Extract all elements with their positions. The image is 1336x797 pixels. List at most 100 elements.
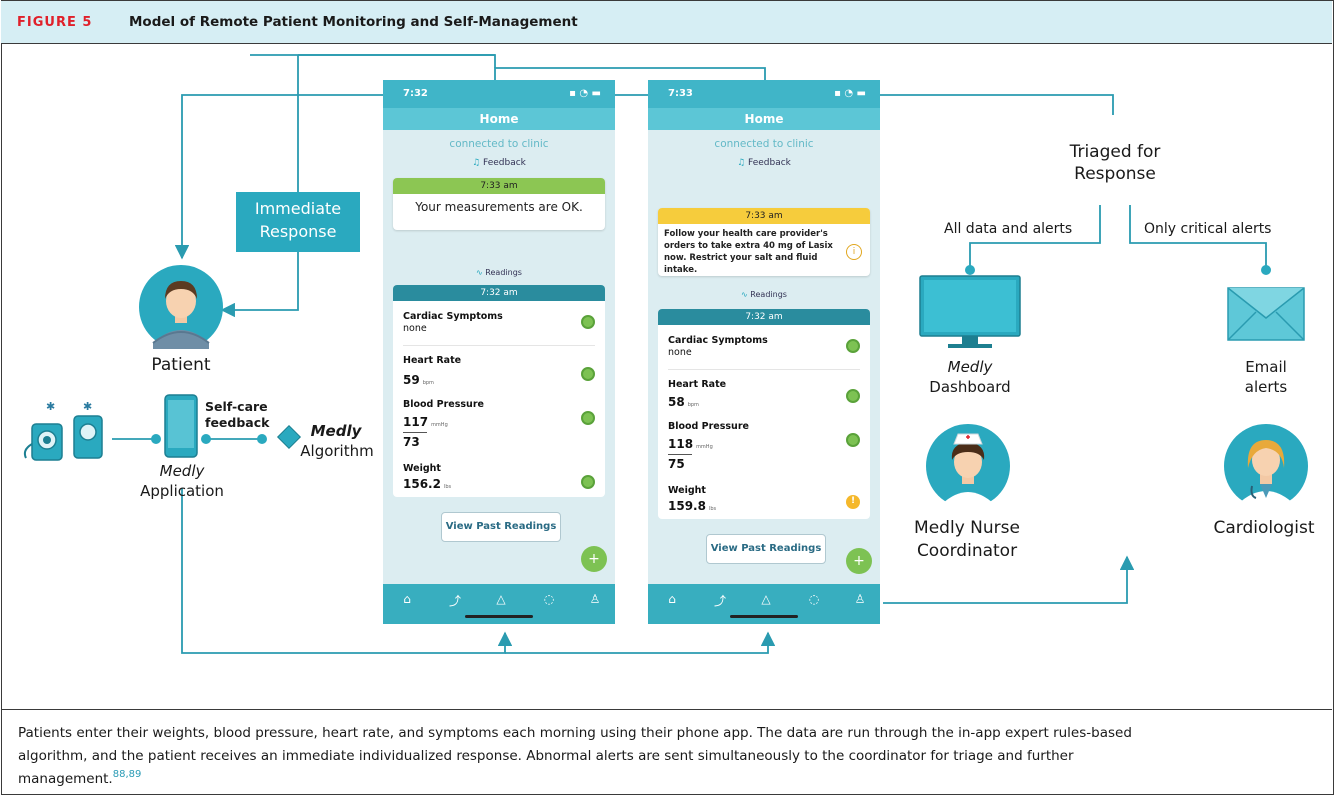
add-reading-icon[interactable]: + — [846, 548, 872, 574]
home-indicator — [730, 615, 798, 618]
top-line-to-patient — [250, 54, 496, 68]
medly-algorithm-label: Algorithm — [300, 442, 374, 460]
trends-tab-icon[interactable]: ⤴ — [713, 594, 726, 608]
connected-text: connected to clinic — [714, 138, 814, 150]
lab-tab-icon[interactable]: △ — [496, 592, 506, 606]
immediate-response-line2: Response — [259, 222, 337, 241]
figure-title: Model of Remote Patient Monitoring and S… — [129, 14, 578, 30]
medly-algorithm-italic: Medly — [310, 422, 362, 440]
immediate-response-line1: Immediate — [254, 199, 342, 218]
home-tab-icon[interactable]: ⌂ — [403, 592, 411, 606]
ok-icon — [846, 389, 860, 403]
caption-line-3: management.88,89 — [18, 769, 142, 787]
chat-tab-icon[interactable]: ◌ — [808, 592, 820, 606]
readings-label: Readings — [750, 290, 787, 299]
ok-icon — [846, 433, 860, 447]
patient-label: Patient — [151, 355, 211, 375]
weight-unit: lbs — [443, 484, 452, 490]
view-past-readings-button[interactable]: View Past Readings — [706, 534, 826, 564]
heart-rate-title: Heart Rate — [403, 355, 462, 366]
ok-icon — [581, 475, 595, 489]
chat-tab-icon[interactable]: ◌ — [543, 592, 555, 606]
bp-divider — [403, 432, 427, 433]
lab-tab-icon[interactable]: △ — [761, 592, 771, 606]
app-title: Home — [383, 108, 615, 130]
home-indicator — [465, 615, 533, 618]
bp-title: Blood Pressure — [668, 421, 749, 432]
bp-unit: mmHg — [696, 444, 713, 450]
self-care-label-1: Self-care — [205, 399, 268, 414]
view-past-readings-button[interactable]: View Past Readings — [441, 512, 561, 542]
readings-label: Readings — [485, 268, 522, 277]
status-icons: ▪ ◔ ▬ — [569, 88, 601, 99]
critical-alerts-label: Only critical alerts — [1144, 221, 1272, 237]
feedback-label: Feedback — [748, 158, 791, 168]
feedback-header: ♫ Feedback — [383, 158, 615, 168]
feedback-time: 7:33 am — [393, 178, 605, 194]
cardiac-value: none — [668, 347, 692, 358]
home-tab-icon[interactable]: ⌂ — [668, 592, 676, 606]
email-label-1: Email — [1245, 358, 1287, 376]
feedback-label: Feedback — [483, 158, 526, 168]
patient-avatar-icon — [139, 265, 223, 349]
immediate-response-box: Immediate Response — [236, 192, 360, 252]
caption-line-2: algorithm, and the patient receives an i… — [18, 748, 1074, 764]
dashboard-label: Dashboard — [929, 378, 1011, 396]
app-title: Home — [648, 108, 880, 130]
bp-diastolic: 73 — [403, 435, 420, 449]
status-time: 7:33 — [668, 88, 693, 99]
hr-unit: bpm — [687, 402, 699, 408]
ok-icon — [581, 411, 595, 425]
bp-title: Blood Pressure — [403, 399, 484, 410]
monitoring-devices-icon: ✱ ✱ — [20, 398, 110, 468]
add-reading-icon[interactable]: + — [581, 546, 607, 572]
immediate-response-line — [220, 80, 299, 318]
profile-tab-icon[interactable]: ♙ — [854, 592, 866, 606]
connected-text: connected to clinic — [449, 138, 549, 150]
self-care-label-2: feedback — [205, 415, 270, 430]
weight-title: Weight — [668, 485, 706, 496]
weight-unit: lbs — [708, 506, 717, 512]
triaged-label-1: Triaged for — [1069, 142, 1161, 162]
phone-screenshot-alert: 7:33 ▪ ◔ ▬ Home connected to clinic ♫ Fe… — [648, 80, 880, 624]
trends-tab-icon[interactable]: ⤴ — [448, 594, 461, 608]
bp-unit: mmHg — [431, 422, 448, 428]
caption-line-3-text: management. — [18, 771, 113, 787]
feedback-message: Follow your health care provider's order… — [664, 229, 833, 275]
nurse-label-1: Medly Nurse — [914, 518, 1020, 538]
feedback-header: ♫ Feedback — [648, 158, 880, 168]
cardiac-value: none — [403, 323, 427, 334]
ok-icon — [581, 315, 595, 329]
phone-screenshot-ok: 7:32 ▪ ◔ ▬ Home connected to clinic ♫ Fe… — [383, 80, 615, 624]
bell-icon: ♫ — [472, 158, 484, 168]
app-to-phones-line — [181, 488, 513, 654]
dashboard-monitor-icon — [918, 274, 1022, 350]
caption-refs[interactable]: 88,89 — [112, 769, 142, 780]
bell-icon: ♫ — [737, 158, 749, 168]
feedback-to-patient-line — [494, 67, 766, 80]
triaged-label-2: Response — [1074, 164, 1156, 184]
bp-sys-num: 117 — [403, 415, 429, 429]
email-label-2: alerts — [1244, 378, 1288, 396]
all-data-label: All data and alerts — [944, 221, 1073, 237]
hr-num: 58 — [668, 395, 685, 409]
svg-text:✱: ✱ — [46, 400, 55, 413]
svg-text:✱: ✱ — [83, 400, 92, 413]
figure-header: FIGURE 5 Model of Remote Patient Monitor… — [1, 1, 1332, 44]
feedback-card: 7:33 am Follow your health care provider… — [658, 208, 870, 276]
weight-title: Weight — [403, 463, 441, 474]
cardiac-title: Cardiac Symptoms — [668, 335, 768, 346]
ok-icon — [581, 367, 595, 381]
readings-header: ∿ Readings — [648, 290, 880, 299]
ok-icon — [846, 339, 860, 353]
medly-application-italic: Medly — [159, 462, 205, 480]
bp-divider — [668, 454, 692, 455]
caption-divider — [1, 709, 1332, 710]
profile-tab-icon[interactable]: ♙ — [589, 592, 601, 606]
hr-num: 59 — [403, 373, 420, 387]
